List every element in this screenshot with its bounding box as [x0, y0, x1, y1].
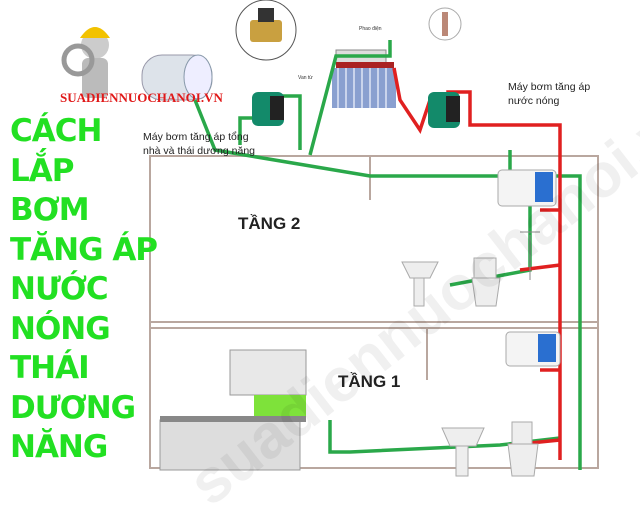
- title-line: LẮP: [10, 152, 74, 189]
- floor-2-label: TẦNG 2: [238, 214, 301, 233]
- label-line: nhà và thái dương năng: [143, 145, 255, 157]
- sink-floor2-icon: [401, 261, 439, 307]
- water-heater-floor2-icon: [497, 169, 557, 207]
- hot-pump-label: Máy bơm tăng áp nước nóng: [508, 80, 590, 108]
- main-pump-label: Máy bơm tăng áp tổng nhà và thái dương n…: [143, 130, 255, 158]
- toilet-floor2-icon: [471, 257, 501, 307]
- float-switch-icon: [428, 7, 462, 41]
- label-line: Máy bơm tăng áp: [508, 81, 591, 93]
- page-title: CÁCH LẮP BƠM TĂNG ÁP NƯỚC NÓNG THÁI DƯƠN…: [10, 112, 158, 468]
- title-line: NƯỚC: [10, 271, 109, 307]
- solar-water-heater-icon: [332, 49, 396, 108]
- title-line: CÁCH: [10, 113, 102, 149]
- title-line: BƠM: [10, 192, 90, 228]
- label-line: Máy bơm tăng áp tổng: [143, 131, 249, 143]
- title-line: NĂNG: [10, 429, 108, 465]
- worker-mascot-icon: [61, 27, 110, 98]
- label-line: nước nóng: [508, 95, 560, 107]
- title-line: TĂNG ÁP: [10, 231, 158, 268]
- title-line: DƯƠNG: [10, 389, 136, 426]
- toilet-floor1-icon: [507, 421, 539, 477]
- main-pump-icon: [252, 92, 284, 126]
- water-tank-icon: [141, 54, 213, 101]
- shower-floor2-icon: [520, 231, 540, 280]
- kitchen-icon: [159, 349, 307, 471]
- title-line: NÓNG: [10, 310, 111, 347]
- plumbing-diagram: [61, 0, 599, 477]
- solenoid-valve-label: Van từ: [298, 75, 313, 81]
- float-switch-label: Phao điện: [359, 26, 382, 32]
- hot-water-pump-icon: [428, 92, 460, 128]
- water-heater-floor1-icon: [505, 331, 561, 367]
- title-line: THÁI: [10, 350, 90, 386]
- building-frame: [149, 155, 599, 469]
- brand-text: SUADIENNUOCHANOI.VN: [60, 90, 223, 105]
- floor-1-label: TẦNG 1: [338, 372, 401, 391]
- solenoid-valve-icon: [235, 0, 297, 61]
- sink-floor1-icon: [441, 427, 485, 477]
